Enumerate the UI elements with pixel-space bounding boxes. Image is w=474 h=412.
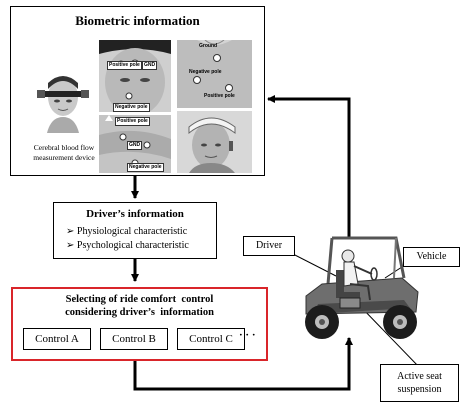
driver-info-box: Driver’s information ➢ Physiological cha… [53, 202, 217, 259]
device-caption-line1: Cerebral blood flow [33, 143, 95, 152]
label-positive-pole-b: Positive pole [204, 93, 235, 99]
chest-electrode-photo [177, 40, 252, 108]
active-seat-suspension-callout: Active seat suspension [380, 364, 459, 402]
device-caption-line2: measurement device [33, 153, 95, 162]
selection-title-line2: considering driver’s information [65, 307, 214, 318]
arrow-vehicle-to-biometric [267, 95, 351, 238]
driver-info-item-2: ➢ Psychological characteristic [66, 240, 189, 251]
vehicle-callout: Vehicle [403, 247, 460, 267]
vehicle-illustration [305, 236, 419, 339]
bullet-arrow-icon: ➢ [66, 226, 75, 237]
driver-info-item-1-label: Physiological characteristic [76, 226, 188, 237]
label-negative-pole-c: Negative pole [127, 163, 164, 172]
label-positive-pole-a: Positive pole [107, 61, 142, 70]
bullet-arrow-icon: ➢ [66, 240, 75, 251]
headband-photo [177, 111, 252, 173]
driver-info-item-1: ➢ Physiological characteristic [66, 226, 187, 237]
suspension-label-line2: suspension [397, 384, 442, 395]
forehead-electrode-photo [99, 40, 171, 112]
cerebral-device-photo [33, 67, 93, 133]
label-ground-b: Ground [199, 43, 218, 49]
biometric-title: Biometric information [75, 13, 200, 28]
more-controls-ellipsis: · · · [239, 329, 256, 341]
biometric-info-box: Biometric information Cerebral blood flo… [10, 6, 265, 176]
driver-info-item-2-label: Psychological characteristic [76, 240, 189, 251]
ride-comfort-selection-box: Selecting of ride comfort control consid… [11, 287, 268, 361]
control-c-box: Control C [177, 328, 245, 350]
suspension-label-line1: Active seat [397, 371, 442, 382]
label-gnd-c: GND [127, 141, 143, 150]
driver-callout: Driver [243, 236, 295, 256]
label-gnd-a: GND [142, 61, 158, 70]
control-b-box: Control B [100, 328, 168, 350]
suspension-callout-line [359, 305, 421, 369]
label-negative-pole-a: Negative pole [113, 103, 150, 112]
arrow-selection-to-vehicle [133, 337, 353, 391]
driver-info-title: Driver’s information [86, 208, 184, 220]
label-positive-pole-c: Positive pole [115, 117, 150, 126]
label-negative-pole-b: Negative pole [189, 69, 222, 75]
control-a-box: Control A [23, 328, 91, 350]
selection-title-line1: Selecting of ride comfort control [65, 294, 214, 305]
